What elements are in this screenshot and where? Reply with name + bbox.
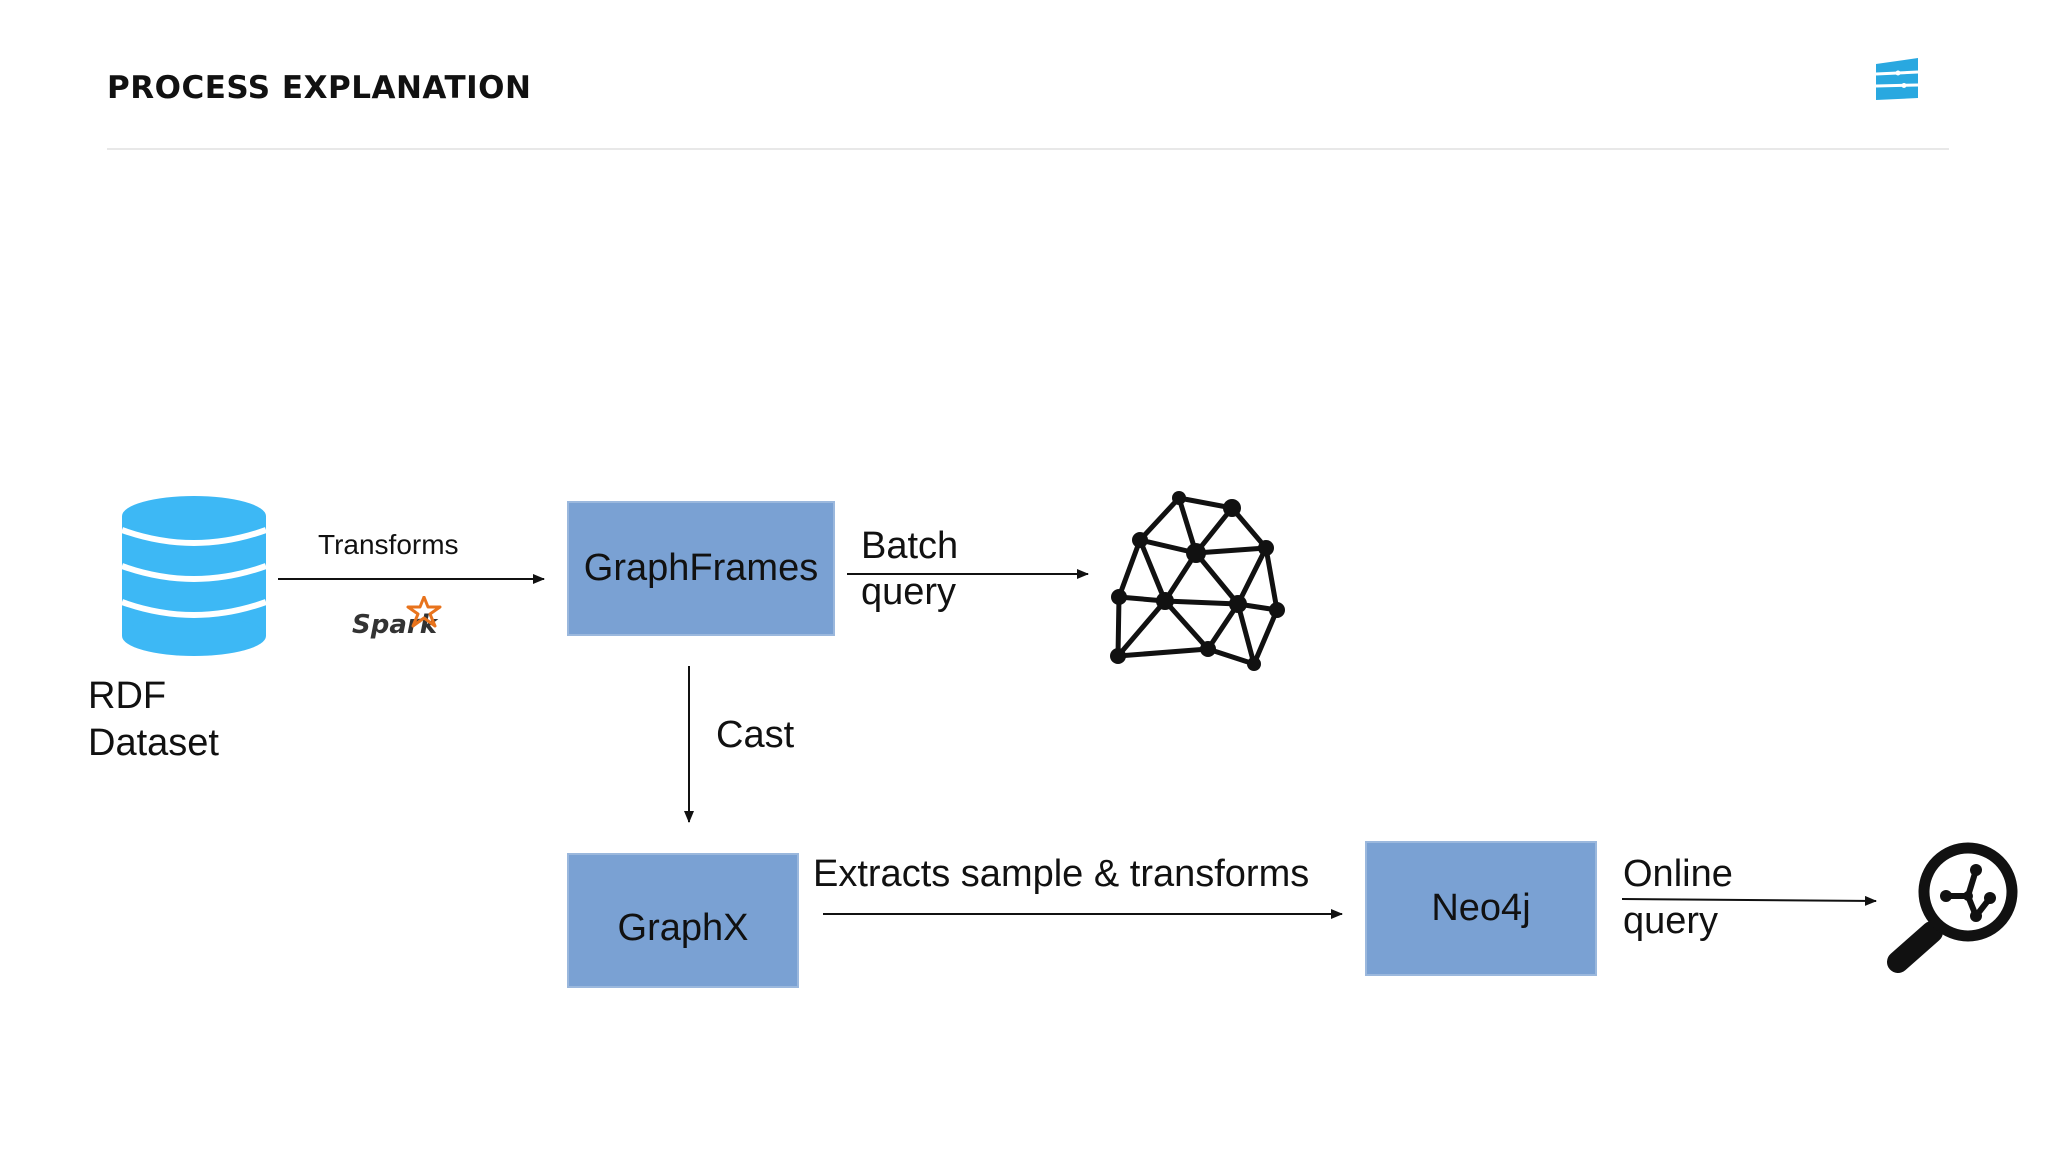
database-icon	[120, 496, 268, 656]
spark-logo: Spark	[350, 596, 446, 642]
cast-label: Cast	[716, 714, 795, 756]
brand-logo-icon	[1875, 58, 1919, 100]
graphframes-node: GraphFrames	[567, 501, 835, 636]
graphx-node: GraphX	[567, 853, 799, 988]
graph-network-icon	[1110, 491, 1285, 671]
batch-query-label-line1: Batch	[861, 525, 959, 567]
rdf-dataset-label-line1: RDF	[88, 675, 167, 717]
page-title: PROCESS EXPLANATION	[107, 70, 532, 106]
online-query-label-line1: Online	[1623, 853, 1733, 895]
spark-star-icon	[406, 596, 442, 628]
online-query-label-line2: query	[1623, 900, 1719, 942]
batch-query-label-line2: query	[861, 571, 957, 613]
header-divider	[107, 148, 1949, 150]
rdf-dataset-label-line2: Dataset	[88, 722, 219, 764]
neo4j-node: Neo4j	[1365, 841, 1597, 976]
extracts-label: Extracts sample & transforms	[813, 853, 1310, 895]
transforms-label: Transforms	[318, 529, 459, 560]
spark-logo-text: Spark	[352, 610, 437, 640]
graph-search-icon	[1887, 842, 2018, 973]
